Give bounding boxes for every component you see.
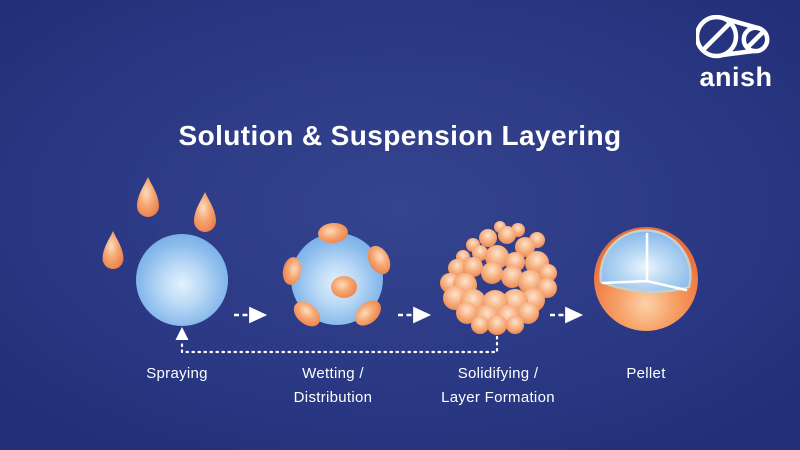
cluster-ball [479, 229, 497, 247]
cluster-ball [501, 266, 523, 288]
label-line: Distribution [293, 389, 373, 406]
cluster-ball [539, 264, 557, 282]
label-wetting-distribution: Wetting / Distribution [294, 362, 373, 410]
brand-name: anish [699, 62, 773, 92]
label-solidifying-layer-formation: Solidifying / Layer Formation [441, 362, 555, 410]
cluster-ball [448, 259, 466, 277]
label-spraying: Spraying [146, 362, 208, 386]
stage-pellet-graphic [594, 227, 698, 331]
cluster-ball [515, 237, 535, 257]
pellet-cut-lines [601, 232, 688, 292]
cluster-ball [506, 316, 524, 334]
spray-droplet-icon [102, 231, 124, 269]
label-pellet: Pellet [626, 362, 665, 386]
cluster-ball [481, 262, 503, 284]
feedback-arrowhead [175, 327, 189, 340]
cluster-ball [517, 302, 539, 324]
pellet-core [599, 229, 692, 294]
tablet-pills-icon [696, 15, 770, 59]
surface-droplet [355, 300, 381, 326]
cluster-ball [487, 315, 507, 335]
label-line: Spraying [146, 365, 208, 382]
surface-droplet [282, 257, 302, 285]
label-line: Solidifying / [457, 365, 539, 382]
core-sphere [136, 234, 228, 326]
stage-spraying-graphic [102, 177, 228, 326]
cluster-ball [472, 245, 488, 261]
spray-droplet-icon [137, 177, 159, 217]
cluster-ball [463, 257, 483, 277]
cluster-ball [471, 316, 489, 334]
spray-droplet-icon [194, 192, 216, 232]
anish-logo: anish [693, 15, 779, 91]
surface-droplet [293, 301, 321, 327]
cluster-ball [498, 226, 516, 244]
cluster-ball [518, 270, 542, 294]
page-title: Solution & Suspension Layering [178, 120, 622, 151]
cluster-ball [456, 302, 478, 324]
label-line: Layer Formation [441, 389, 555, 406]
surface-droplet [367, 245, 391, 275]
cluster [440, 221, 557, 335]
label-line: Pellet [626, 365, 666, 382]
stage-wetting-graphic [282, 222, 391, 327]
label-line: Wetting / [302, 365, 364, 382]
surface-droplet [318, 222, 348, 244]
dotted-feedback-loop-icon [175, 327, 499, 354]
surface-droplet [331, 276, 357, 298]
